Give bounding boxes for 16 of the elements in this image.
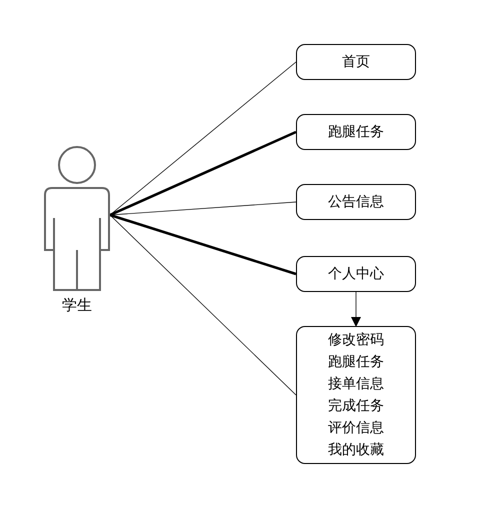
menu-item: 我的收藏 [328, 441, 384, 460]
menu-item: 修改密码 [328, 331, 384, 350]
function-box: 首页 [296, 44, 416, 80]
function-box: 个人中心 [296, 256, 416, 292]
function-box: 跑腿任务 [296, 114, 416, 150]
menu-box [296, 326, 416, 464]
menu-item: 评价信息 [328, 419, 384, 438]
arrow [351, 292, 361, 327]
association-line [110, 214, 296, 396]
menu-item: 接单信息 [328, 375, 384, 394]
function-box: 公告信息 [296, 184, 416, 220]
menu-item: 完成任务 [328, 397, 384, 416]
association-line [110, 214, 296, 276]
actor-label: 学生 [61, 296, 93, 315]
menu-item: 跑腿任务 [328, 353, 384, 372]
association-line [109, 130, 297, 216]
